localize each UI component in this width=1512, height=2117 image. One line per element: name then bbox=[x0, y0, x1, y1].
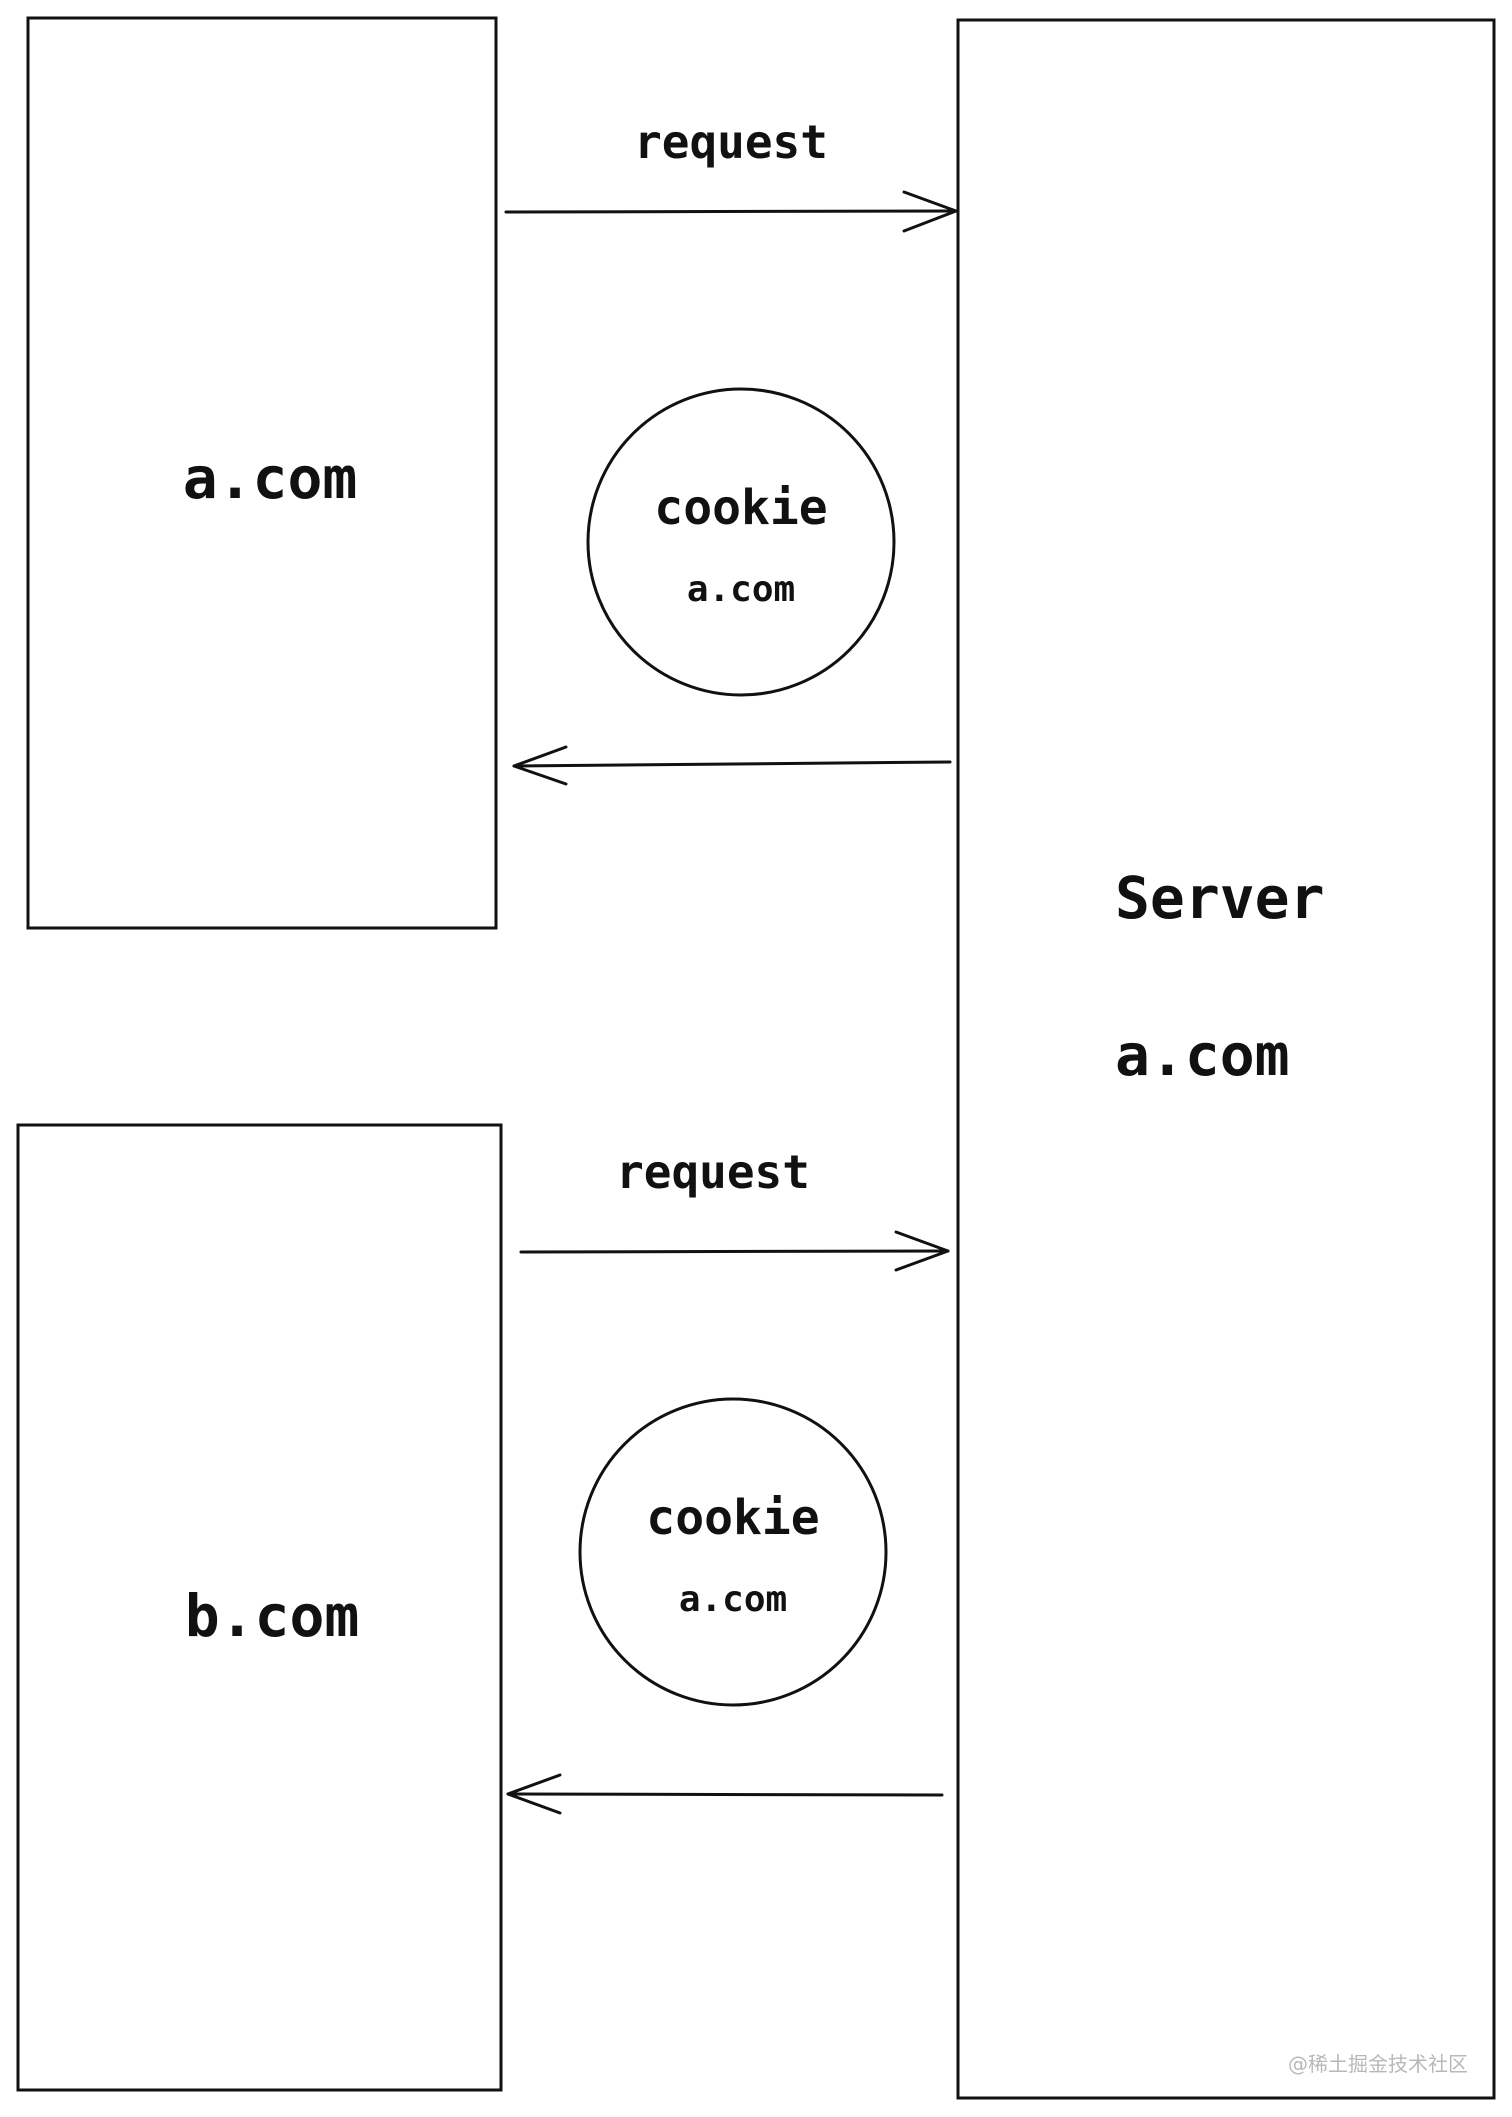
cookie-circle-a: cookie a.com bbox=[586, 387, 896, 697]
response-arrow-a bbox=[512, 745, 952, 786]
client-a-node: a.com bbox=[26, 16, 498, 930]
cookie-title-b: cookie bbox=[646, 1490, 819, 1546]
request-label-b: request bbox=[616, 1145, 810, 1199]
cookie-title-a: cookie bbox=[654, 480, 827, 536]
cookie-circle-b: cookie a.com bbox=[578, 1397, 888, 1707]
client-b-node: b.com bbox=[16, 1123, 503, 2092]
watermark-text: @稀土掘金技术社区 bbox=[1288, 2052, 1468, 2076]
response-arrow-b bbox=[506, 1773, 944, 1815]
server-title: Server bbox=[1115, 864, 1325, 932]
request-label-a: request bbox=[634, 115, 828, 169]
cookie-domain-a: a.com bbox=[687, 569, 795, 610]
cookie-domain-b: a.com bbox=[679, 1579, 787, 1620]
request-arrow-a: request bbox=[504, 115, 958, 233]
request-arrow-b: request bbox=[519, 1145, 950, 1272]
client-b-label: b.com bbox=[185, 1582, 360, 1650]
client-a-label: a.com bbox=[183, 444, 358, 512]
server-node: Server a.com bbox=[956, 18, 1496, 2100]
server-domain: a.com bbox=[1115, 1021, 1290, 1089]
